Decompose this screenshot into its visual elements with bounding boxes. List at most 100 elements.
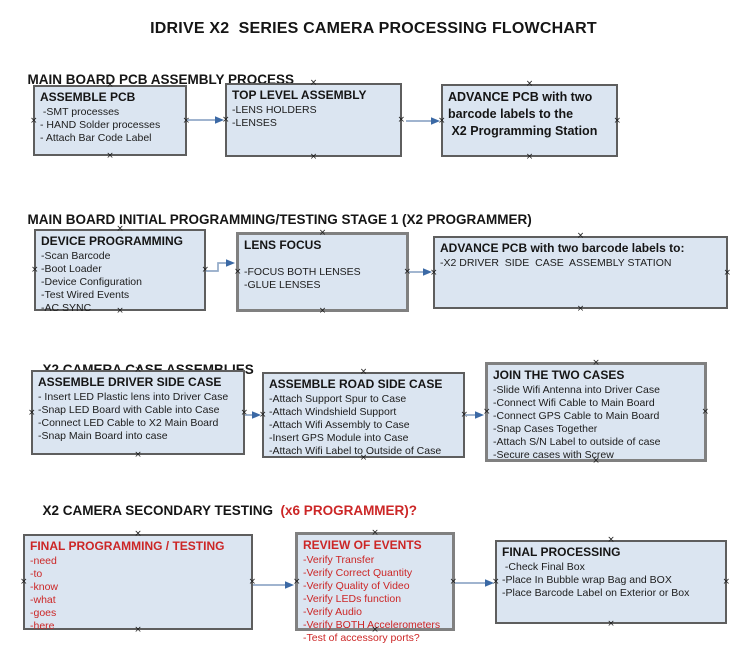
flow-box-advance-pcb-case-assembly[interactable]: ADVANCE PCB with two barcode labels to: … — [430, 232, 731, 314]
connector-arrow-assemble-to-toplevel[interactable] — [187, 114, 225, 126]
box-item-text: -Boot Loader — [41, 263, 102, 275]
box-title-line: ADVANCE PCB with two — [448, 90, 593, 104]
flow-box-join-the-two-cases[interactable]: JOIN THE TWO CASES -Slide Wifi Antenna i… — [483, 358, 709, 466]
connector-arrow-toplevel-to-advance[interactable] — [406, 115, 441, 127]
box-item-text: -Device Configuration — [41, 276, 142, 288]
connection-handle-icon: × — [576, 304, 585, 314]
box-item-text: -Secure cases with Screw — [493, 449, 614, 461]
box-item-text: -goes — [30, 607, 57, 619]
flow-box-final-programming-testing[interactable]: FINAL PROGRAMMING / TESTING -need-to-kno… — [20, 530, 256, 635]
box-title-line: barcode labels to the — [448, 107, 574, 121]
box-item-list: -Check Final Box-Place In Bubble wrap Ba… — [502, 561, 720, 600]
connection-handle-icon: × — [607, 619, 615, 629]
connector-elbow-device-to-lensfocus[interactable] — [205, 257, 236, 277]
section-heading-initial-programming: MAIN BOARD INITIAL PROGRAMMING/TESTING S… — [20, 197, 532, 227]
box-item-list: -need-to-know-what-goes-here — [30, 555, 246, 633]
connection-handle-icon: × — [134, 450, 142, 460]
box-item-text: - Insert LED Plastic lens into Driver Ca… — [38, 391, 229, 403]
box-title: JOIN THE TWO CASES — [493, 368, 625, 382]
box-item-list: -Slide Wifi Antenna into Driver Case-Con… — [493, 384, 699, 462]
connection-handle-icon: × — [576, 231, 585, 241]
box-item-list: -LENS HOLDERS-LENSES — [232, 104, 395, 130]
box-title: ASSEMBLE DRIVER SIDE CASE — [38, 375, 222, 389]
flow-box-review-of-events[interactable]: REVIEW OF EVENTS -Verify Transfer-Verify… — [293, 529, 457, 645]
box-item-text: -Attach Windshield Support — [269, 406, 397, 418]
box-item-text: -AC SYNC — [41, 302, 92, 314]
connection-handle-icon: × — [525, 79, 534, 89]
connection-handle-icon: × — [309, 152, 318, 162]
flow-box-assemble-pcb[interactable]: ASSEMBLE PCB -SMT processes- HAND Solder… — [30, 81, 190, 161]
box-item-text: -Connect LED Cable to X2 Main Board — [38, 417, 219, 429]
flow-box-assemble-driver-side-case[interactable]: ASSEMBLE DRIVER SIDE CASE - Insert LED P… — [28, 366, 248, 460]
box-item-text: - HAND Solder processes — [40, 119, 161, 131]
box-item-list: -Verify Transfer-Verify Correct Quantity… — [303, 554, 447, 645]
box-item-text: -SMT processes — [40, 106, 120, 118]
connector-arrow-lensfocus-to-advance[interactable] — [409, 266, 433, 278]
connection-handle-icon: × — [613, 115, 621, 126]
box-title: FINAL PROGRAMMING / TESTING — [30, 539, 225, 553]
box-item-text: -X2 DRIVER SIDE CASE ASSEMBLY STATION — [440, 257, 672, 269]
box-item-text: -Test of accessory ports? — [303, 632, 420, 644]
section-heading-text: MAIN BOARD INITIAL PROGRAMMING/TESTING S… — [27, 212, 532, 227]
box-item-text: -here — [30, 620, 55, 632]
box-item-text: -what — [30, 594, 56, 606]
connector-arrow-road-to-join[interactable] — [465, 409, 485, 421]
box-item-text: -FOCUS BOTH LENSES — [244, 266, 361, 278]
connector-arrow-driver-to-road[interactable] — [245, 409, 262, 421]
flow-box-device-programming[interactable]: DEVICE PROGRAMMING -Scan Barcode-Boot Lo… — [31, 225, 209, 316]
box-item-text: - Attach Bar Code Label — [40, 132, 152, 144]
connection-handle-icon: × — [28, 407, 36, 418]
flow-box-final-processing[interactable]: FINAL PROCESSING -Check Final Box-Place … — [492, 536, 730, 629]
box-item-text: -Attach Support Spur to Case — [269, 393, 407, 405]
box-item-text: -Verify Correct Quantity — [303, 567, 413, 579]
connection-handle-icon: × — [20, 577, 28, 587]
connection-handle-icon: × — [318, 306, 327, 316]
connector-arrow-review-to-finalproc[interactable] — [455, 577, 495, 589]
box-item-text: -Connect Wifi Cable to Main Board — [493, 397, 655, 409]
connection-handle-icon: × — [701, 407, 709, 417]
box-item-text: -Place Barcode Label on Exterior or Box — [502, 587, 690, 599]
box-item-text: -Test Wired Events — [41, 289, 130, 301]
box-item-text: -Verify LEDs function — [303, 593, 402, 605]
box-title: ASSEMBLE PCB — [40, 90, 136, 104]
box-title: TOP LEVEL ASSEMBLY — [232, 88, 367, 102]
connection-handle-icon: × — [525, 152, 534, 162]
flow-box-advance-pcb-programming-station[interactable]: ADVANCE PCB with two barcode labels to th… — [438, 80, 621, 162]
box-item-list: -Attach Support Spur to Case-Attach Wind… — [269, 393, 458, 458]
box-item-text: -Insert GPS Module into Case — [269, 432, 409, 444]
box-title: REVIEW OF EVENTS — [303, 538, 422, 552]
connector-arrow-finalprog-to-review[interactable] — [253, 579, 295, 591]
box-item-text: -Attach Wifi Assembly to Case — [269, 419, 410, 431]
box-item-text: -Verify Audio — [303, 606, 362, 618]
connection-handle-icon: × — [397, 115, 405, 125]
box-item-text: -GLUE LENSES — [244, 279, 321, 291]
section-heading-pcb-assembly: MAIN BOARD PCB ASSEMBLY PROCESS — [20, 57, 295, 87]
box-item-text: -Scan Barcode — [41, 250, 111, 262]
flow-box-lens-focus[interactable]: LENS FOCUS -FOCUS BOTH LENSES-GLUE LENSE… — [234, 228, 411, 316]
connection-handle-icon: × — [318, 228, 327, 238]
section-heading-text: X2 CAMERA SECONDARY TESTING — [42, 503, 274, 518]
flow-box-top-level-assembly[interactable]: TOP LEVEL ASSEMBLY -LENS HOLDERS-LENSES … — [222, 79, 405, 162]
box-item-text: -Connect GPS Cable to Main Board — [493, 410, 660, 422]
section-heading-text: MAIN BOARD PCB ASSEMBLY PROCESS — [27, 72, 295, 87]
connection-handle-icon: × — [592, 358, 600, 368]
box-item-text: -need — [30, 555, 57, 567]
box-item-text: -to — [30, 568, 43, 580]
box-title-line: X2 Programming Station — [448, 124, 598, 138]
box-item-text: -Verify Transfer — [303, 554, 375, 566]
box-item-text: -Snap LED Board with Cable into Case — [38, 404, 220, 416]
box-title: LENS FOCUS — [244, 238, 322, 252]
box-item-list: -SMT processes- HAND Solder processes- A… — [40, 106, 180, 145]
box-item-text: -Attach S/N Label to outside of case — [493, 436, 661, 448]
connection-handle-icon: × — [359, 367, 368, 377]
box-item-text: -know — [30, 581, 59, 593]
connection-handle-icon: × — [723, 267, 731, 278]
box-item-list: -FOCUS BOTH LENSES-GLUE LENSES — [244, 266, 401, 292]
box-item-text: -LENS HOLDERS — [232, 104, 317, 116]
flow-box-assemble-road-side-case[interactable]: ASSEMBLE ROAD SIDE CASE -Attach Support … — [259, 368, 468, 463]
box-item-text: -Snap Main Board into case — [38, 430, 168, 442]
connection-handle-icon: × — [722, 577, 730, 587]
box-title: ADVANCE PCB with two barcode labels to: — [440, 241, 685, 255]
box-item-text: -Attach Wifi Label to Outside of Case — [269, 445, 442, 457]
box-item-text: -Place In Bubble wrap Bag and BOX — [502, 574, 672, 586]
